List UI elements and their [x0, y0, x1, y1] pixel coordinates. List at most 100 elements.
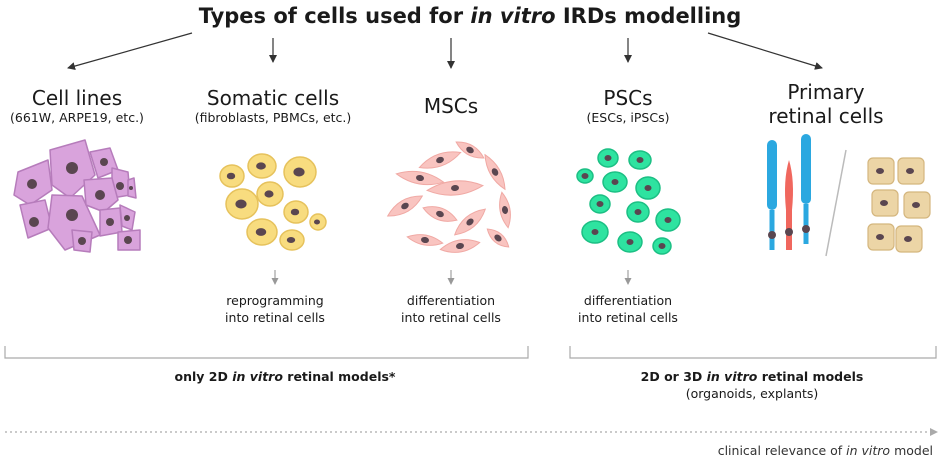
msc-cell	[486, 228, 510, 248]
cell-line-nucleus	[66, 209, 78, 221]
relevance-suffix: model	[890, 443, 933, 458]
msc-cell	[395, 170, 445, 186]
primary-title-line1: Primary	[787, 80, 865, 104]
psc-nucleus	[636, 157, 644, 163]
psc-nucleus	[591, 229, 599, 235]
rpe-nucleus	[906, 168, 914, 174]
left-bracket-suffix: retinal models*	[282, 369, 396, 384]
msc-nucleus	[466, 218, 474, 226]
title-suffix: IRDs modelling	[555, 4, 742, 28]
msc-nucleus	[466, 146, 474, 154]
somatic-process-line2: into retinal cells	[225, 310, 325, 325]
somatic-nucleus	[286, 237, 296, 243]
cell-lines-subtitle: (661W, ARPE19, etc.)	[10, 110, 144, 125]
mscs-illustration	[386, 141, 511, 253]
psc-nucleus	[611, 179, 619, 185]
cell-line-nucleus	[100, 158, 108, 166]
retinal-divider	[825, 149, 847, 257]
psc-nucleus	[658, 243, 666, 249]
rpe-nucleus	[904, 236, 912, 242]
psc-nucleus	[596, 201, 604, 207]
cell-line-nucleus	[124, 236, 132, 244]
clinical-relevance-label: clinical relevance of in vitro model	[718, 443, 933, 458]
msc-nucleus	[416, 174, 424, 182]
msc-nucleus	[494, 234, 502, 242]
somatic-nucleus	[314, 219, 320, 225]
rod-nucleus	[802, 225, 810, 233]
somatic-cells-illustration	[219, 153, 327, 251]
title-italic: in vitro	[470, 4, 556, 28]
cell-line-nucleus	[116, 182, 124, 190]
figure-title: Types of cells used for in vitro IRDs mo…	[199, 4, 742, 28]
psc-nucleus	[644, 185, 652, 191]
right-bracket-prefix: 2D or 3D	[640, 369, 707, 384]
somatic-cells-subtitle: (fibroblasts, PBMCs, etc.)	[194, 110, 352, 125]
relevance-italic: in vitro	[846, 443, 891, 458]
rod-outer-segment	[801, 134, 811, 204]
cell-line-nucleus	[129, 186, 133, 190]
right-bracket-italic: in vitro	[706, 369, 758, 384]
arrow-primary	[707, 32, 823, 70]
cell-lines-illustration	[13, 139, 141, 253]
msc-cell	[406, 234, 444, 246]
cell-lines-title: Cell lines	[31, 86, 123, 110]
msc-cell	[499, 191, 511, 229]
msc-nucleus	[421, 236, 429, 244]
left-bracket-italic: in vitro	[232, 369, 283, 384]
mscs-title: MSCs	[423, 94, 479, 118]
somatic-nucleus	[256, 162, 266, 170]
title-prefix: Types of cells used for	[198, 4, 471, 28]
right-bracket-label: 2D or 3D in vitro retinal models	[641, 369, 864, 384]
rpe-nucleus	[912, 202, 920, 208]
msc-cell	[453, 208, 487, 236]
msc-cell	[455, 141, 485, 159]
somatic-nucleus	[264, 190, 274, 198]
process-arrows	[271, 270, 632, 285]
msc-cell	[422, 206, 458, 222]
msc-cell	[425, 180, 485, 196]
rpe-nucleus	[880, 200, 888, 206]
msc-nucleus	[501, 206, 509, 214]
cell-line-nucleus	[66, 162, 78, 174]
relevance-arrow-head	[930, 428, 938, 436]
left-bracket	[4, 346, 529, 359]
right-bracket	[569, 346, 937, 359]
psc-nucleus	[581, 173, 589, 179]
primary-retinal-cells-illustration	[767, 134, 931, 257]
pscs-title: PSCs	[603, 86, 653, 110]
psc-nucleus	[634, 209, 642, 215]
pscs-subtitle: (ESCs, iPSCs)	[586, 110, 670, 125]
pscs-process-line1: differentiation	[583, 293, 673, 308]
msc-nucleus	[451, 184, 459, 192]
cell-line-nucleus	[29, 217, 39, 227]
pscs-process-line2: into retinal cells	[578, 310, 678, 325]
somatic-nucleus	[293, 167, 305, 177]
arrow-cell-lines	[67, 32, 193, 70]
rpe-nucleus	[876, 168, 884, 174]
msc-cell	[484, 153, 506, 191]
pscs-illustration	[576, 148, 681, 255]
cell-line-nucleus	[124, 215, 130, 221]
cell-line-nucleus	[78, 237, 86, 245]
msc-cell	[386, 195, 424, 217]
somatic-nucleus	[226, 172, 236, 180]
rod-outer-segment	[767, 140, 777, 210]
top-arrows	[67, 32, 823, 70]
cone-nucleus	[785, 228, 793, 236]
cell-line-nucleus	[95, 190, 105, 200]
msc-nucleus	[491, 168, 499, 176]
rpe-nucleus	[876, 234, 884, 240]
msc-nucleus	[456, 242, 464, 250]
mscs-process-line1: differentiation	[406, 293, 496, 308]
somatic-nucleus	[235, 199, 247, 209]
cell-line-nucleus	[27, 179, 37, 189]
msc-nucleus	[436, 210, 444, 218]
somatic-nucleus	[255, 228, 267, 236]
psc-nucleus	[664, 217, 672, 223]
cone-cell	[785, 160, 793, 250]
mscs-process-line2: into retinal cells	[401, 310, 501, 325]
right-bracket-subtitle: (organoids, explants)	[685, 386, 819, 401]
right-bracket-suffix: retinal models	[757, 369, 864, 384]
somatic-nucleus	[290, 208, 300, 216]
